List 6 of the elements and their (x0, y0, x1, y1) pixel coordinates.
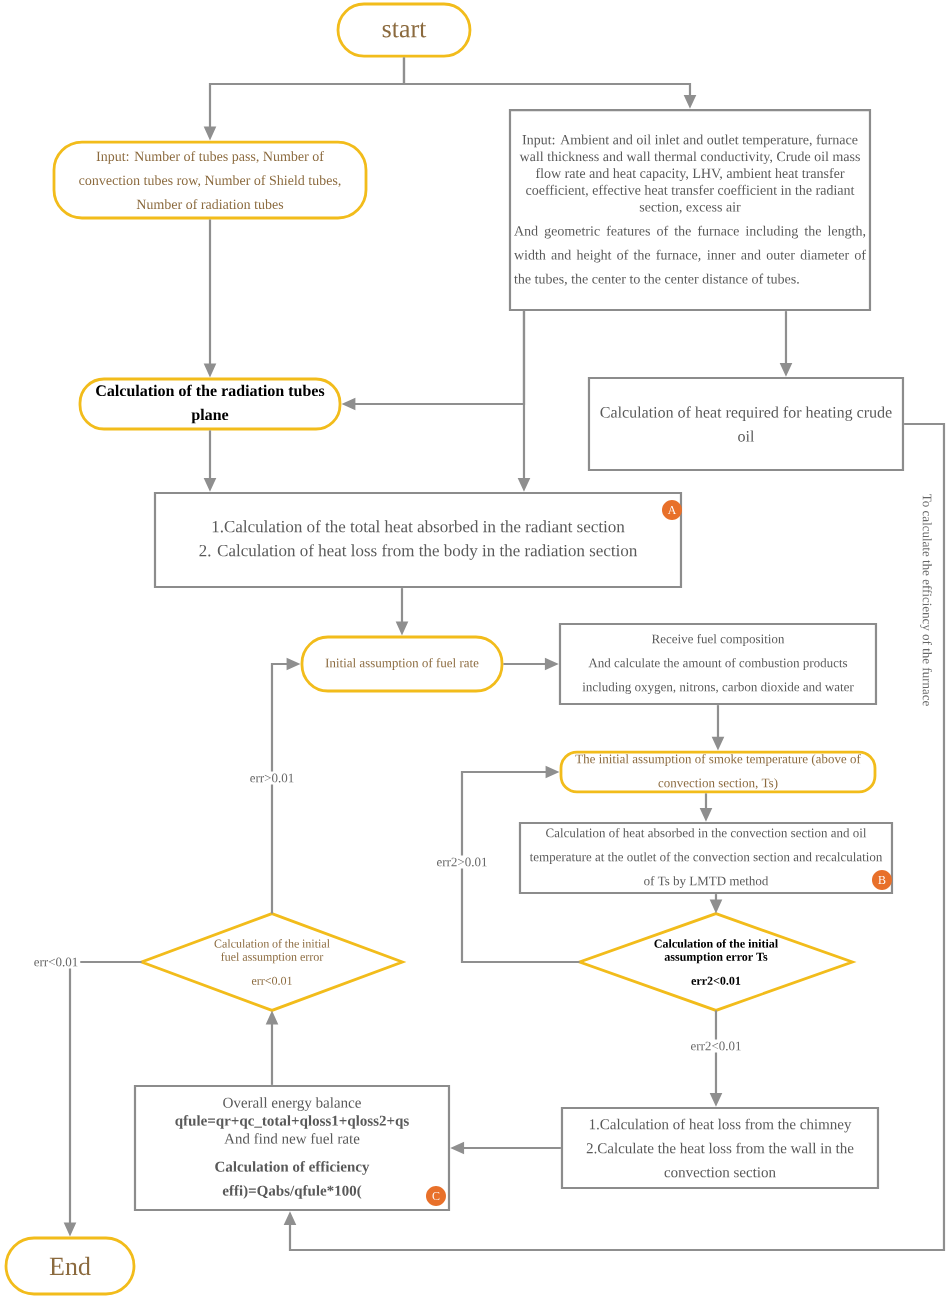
process-box: Calculation of the radiation tubes plane (78, 377, 342, 431)
end-terminal: End (4, 1236, 136, 1296)
start-terminal: start (336, 2, 472, 58)
arrow (460, 765, 580, 964)
process-box: Calculation of heat required for heating crude oil (587, 376, 905, 472)
arrow (283, 422, 946, 1252)
